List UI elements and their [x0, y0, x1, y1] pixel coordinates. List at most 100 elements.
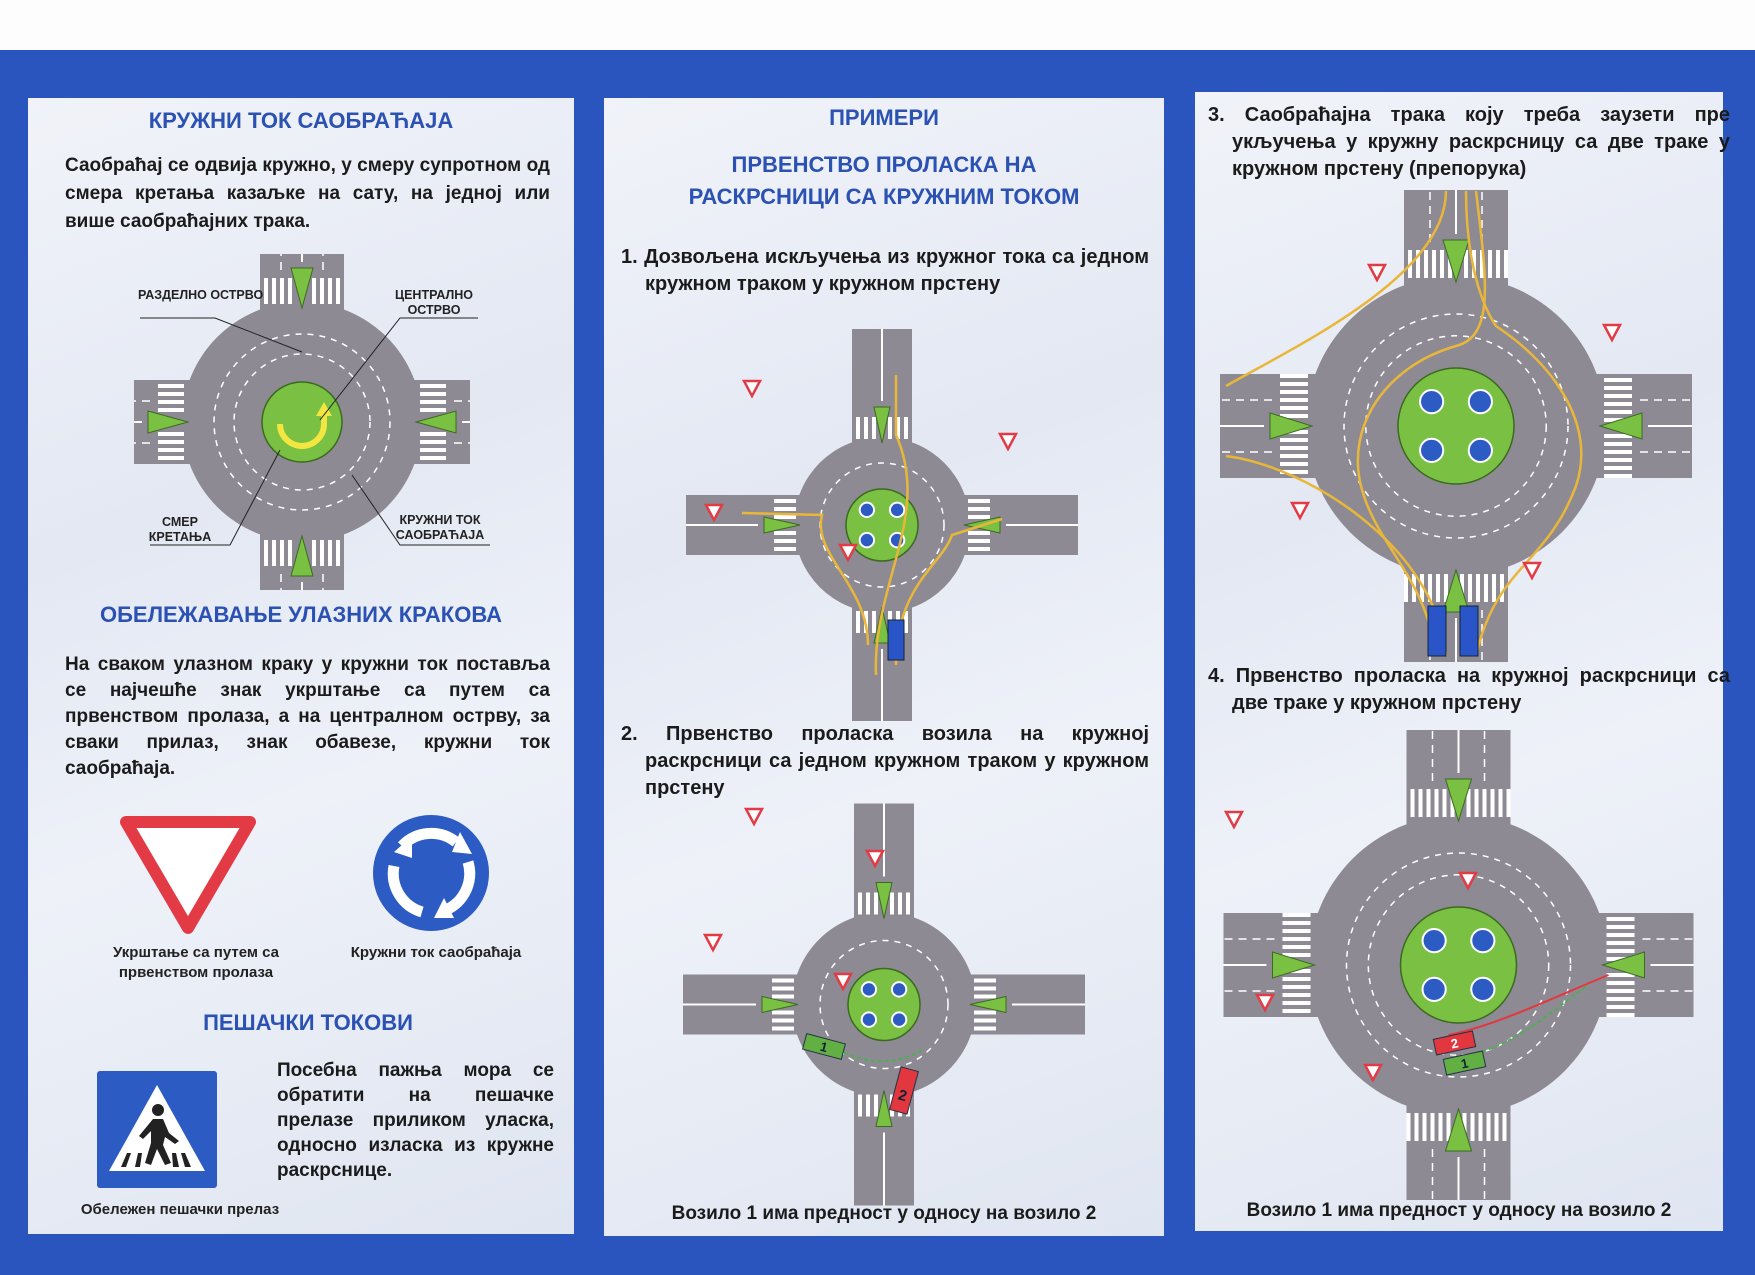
crosswalk-stripe: [1606, 925, 1635, 929]
vehicle-1-path: [843, 1047, 925, 1063]
heading-priority-line1: ПРВЕНСТВО ПРОЛАСКА НА: [731, 152, 1037, 177]
crosswalk-stripe: [1282, 953, 1311, 957]
leader-line-central: [319, 317, 478, 421]
roundabout-diagram-example-2: 12: [683, 803, 1085, 1206]
crosswalk-stripe: [1280, 382, 1308, 386]
crosswalk-stripe: [1280, 414, 1308, 418]
yield-sign-icon: [837, 543, 859, 563]
vehicle-1-body: [1442, 1050, 1487, 1076]
crosswalk-stripe: [420, 448, 446, 452]
crosswalk-stripe: [772, 1010, 794, 1015]
splitter-island: [875, 882, 893, 919]
crosswalk-stripe: [1282, 913, 1311, 917]
crosswalk-stripe: [772, 978, 794, 983]
vehicle-blue-right: [1459, 605, 1479, 657]
crosswalk-stripe: [1604, 378, 1632, 382]
pedestrian-crossing-sign-icon: [97, 1071, 217, 1188]
crosswalk-stripe: [1422, 1113, 1427, 1141]
crosswalk-stripe: [968, 547, 990, 551]
crosswalk-stripe: [1500, 574, 1504, 602]
yield-sign-icon: [1254, 993, 1276, 1013]
central-island: [1397, 367, 1515, 485]
crosswalk-stripe: [328, 540, 332, 566]
vehicle-2-path: [1448, 974, 1609, 1036]
splitter-island: [1444, 778, 1473, 823]
splitter-island: [1442, 568, 1470, 613]
crosswalk-stripe: [904, 417, 908, 439]
roundabout-diagram-example-3: [1220, 190, 1692, 662]
yield-sign-icon: [1223, 810, 1245, 830]
approach-arm: [134, 384, 190, 460]
crosswalk-stripe: [1438, 1113, 1443, 1141]
splitter-island: [875, 1090, 893, 1127]
inner-lane-ring: [1367, 874, 1550, 1056]
crosswalk-stripe: [158, 384, 184, 388]
direction-arrow-head: [316, 402, 332, 416]
yield-sign-icon: [120, 816, 256, 934]
crosswalk-stripe: [1490, 789, 1495, 817]
example-1-text: 1. Дозвољена искључења из кружног тока с…: [621, 246, 1149, 295]
vehicle-1-label: 1: [818, 1039, 829, 1055]
lane-divider-ring: [1343, 313, 1569, 539]
heading-pedestrian: ПЕШАЧКИ ТОКОВИ: [203, 1010, 413, 1035]
crosswalk-stripe: [420, 440, 446, 444]
crosswalk-stripe: [888, 417, 892, 439]
crosswalk-stripe: [1504, 250, 1508, 278]
crosswalk-stripe: [1486, 1113, 1491, 1141]
crosswalk-stripe: [1436, 574, 1440, 602]
vehicle-1: 1: [801, 1032, 847, 1061]
crosswalk-stripe: [158, 408, 184, 412]
roundabout-sign-icon: [1470, 928, 1496, 954]
roundabout-sign-icon: [858, 531, 876, 549]
crosswalk-stripe: [1470, 1113, 1475, 1141]
crosswalk-stripe: [1280, 454, 1308, 458]
crosswalk-stripe: [772, 994, 794, 999]
crosswalk-stripe: [1282, 993, 1311, 997]
crosswalk-stripe: [866, 892, 870, 915]
crosswalk-stripe: [1420, 574, 1424, 602]
crosswalk-stripe: [1606, 981, 1635, 985]
crosswalk-stripe: [1464, 250, 1468, 278]
approach-arm: [264, 534, 340, 590]
inner-lane-ring: [1365, 335, 1547, 517]
crosswalk-stripe: [336, 278, 340, 304]
crosswalk-stripe: [1506, 789, 1511, 817]
crosswalk-stripe: [1604, 450, 1632, 454]
lane-divider-ring: [819, 939, 949, 1070]
roundabout-diagram-example-4: 21: [1223, 730, 1694, 1200]
heading-entry-marking: ОБЕЛЕЖАВАЊЕ УЛАЗНИХ КРАКОВА: [99, 602, 503, 627]
central-island: [261, 381, 343, 463]
crosswalk-stripe: [1282, 1009, 1311, 1013]
crosswalk-stripe: [158, 456, 184, 460]
crosswalk-stripe: [158, 392, 184, 396]
crosswalk-stripe: [1484, 574, 1488, 602]
crosswalk-stripe: [1446, 1113, 1451, 1141]
roundabout-sign-icon: [860, 1011, 878, 1028]
crosswalk-stripe: [974, 978, 996, 983]
crosswalk-stripe: [1502, 1113, 1507, 1141]
yield-sign-icon: [743, 807, 765, 827]
crosswalk-stripe: [1280, 398, 1308, 402]
splitter-island: [1600, 951, 1645, 979]
crosswalk-stripe: [896, 417, 900, 439]
crosswalk-stripe: [1424, 250, 1428, 278]
crosswalk-stripe: [1410, 789, 1415, 817]
crosswalk-stripe: [1418, 789, 1423, 817]
crosswalk-stripe: [1416, 250, 1420, 278]
crosswalk-stripe: [420, 432, 446, 436]
vehicle-1-body: [801, 1032, 847, 1061]
crosswalk-stripe: [1404, 574, 1408, 602]
crosswalk-stripe: [1606, 949, 1635, 953]
crosswalk-stripe: [1604, 466, 1632, 470]
splitter-island: [1444, 1107, 1473, 1152]
crosswalk-stripe: [1426, 789, 1431, 817]
crosswalk-stripe: [1430, 1113, 1435, 1141]
label-direction: СМЕР КРЕТАЊА: [148, 515, 212, 544]
crosswalk-stripe: [968, 539, 990, 543]
heading-examples: ПРИМЕРИ: [829, 105, 939, 130]
roundabout-sign-icon: [1419, 389, 1445, 415]
crosswalk-stripe: [856, 611, 860, 633]
crosswalk-stripe: [280, 540, 284, 566]
crosswalk-stripe: [272, 278, 276, 304]
crosswalk-stripe: [420, 456, 446, 460]
